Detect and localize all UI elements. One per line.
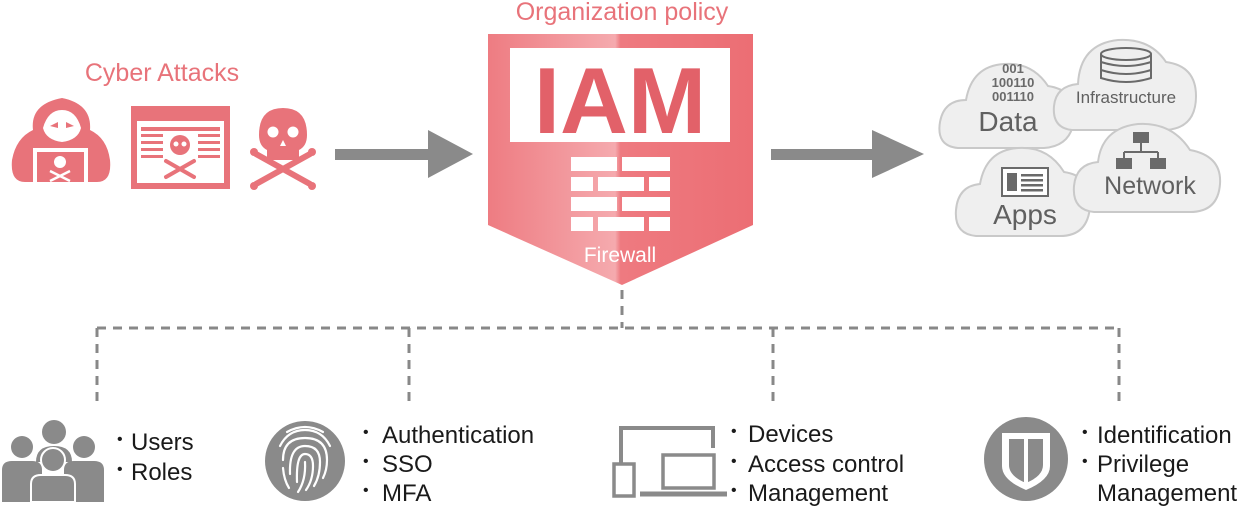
apps-label: Apps xyxy=(993,199,1057,230)
svg-text:•: • xyxy=(731,453,737,470)
users-item: Users xyxy=(131,429,194,456)
access-control-item: Access control xyxy=(748,451,904,478)
identification-item: Identification xyxy=(1097,422,1232,449)
svg-text:•: • xyxy=(1082,453,1088,470)
identity-list: • Identification • Privilege Management xyxy=(1082,422,1237,507)
svg-text:•: • xyxy=(731,423,737,440)
binary-line-3: 001110 xyxy=(992,89,1034,104)
authentication-item: Authentication xyxy=(382,422,534,449)
connector-tree xyxy=(95,290,1121,405)
shield-icon xyxy=(984,417,1068,501)
users-group-icon xyxy=(2,420,104,503)
svg-text:•: • xyxy=(363,482,369,499)
sso-item: SSO xyxy=(382,451,433,478)
iam-label: IAM xyxy=(534,48,706,153)
infrastructure-cloud xyxy=(1052,38,1198,131)
hacker-icon xyxy=(11,98,111,186)
privilege-management-item: Management xyxy=(1097,480,1237,507)
svg-text:•: • xyxy=(1082,424,1088,441)
fingerprint-icon xyxy=(265,421,345,501)
roles-item: Roles xyxy=(131,459,192,486)
access-arrow xyxy=(771,130,924,178)
network-cloud xyxy=(1072,122,1222,213)
data-label: Data xyxy=(978,106,1038,137)
mfa-item: MFA xyxy=(382,480,431,507)
attack-arrow xyxy=(335,130,473,178)
devices-list: • Devices • Access control • Management xyxy=(731,421,904,507)
app-window-icon xyxy=(1001,167,1049,197)
svg-text:•: • xyxy=(731,482,737,499)
svg-text:•: • xyxy=(117,461,123,478)
binary-line-2: 100110 xyxy=(992,75,1035,90)
svg-text:•: • xyxy=(363,424,369,441)
firewall-bricks-icon xyxy=(571,157,670,231)
firewall-label: Firewall xyxy=(584,244,656,267)
svg-text:•: • xyxy=(363,453,369,470)
resource-clouds xyxy=(938,38,1222,237)
devices-icon xyxy=(612,426,727,498)
binary-line-1: 001 xyxy=(1002,61,1024,76)
skull-crossbones-icon xyxy=(250,108,316,190)
iam-shield: IAM Firewall xyxy=(488,34,753,285)
database-icon xyxy=(1100,47,1152,83)
devices-item: Devices xyxy=(748,421,833,448)
privilege-item: Privilege xyxy=(1097,451,1189,478)
infrastructure-label: Infrastructure xyxy=(1076,88,1176,107)
auth-list: • Authentication • SSO • MFA xyxy=(363,422,534,507)
users-list: • Users • Roles xyxy=(117,429,194,486)
management-item: Management xyxy=(748,480,888,507)
org-policy-title: Organization policy xyxy=(516,0,729,26)
svg-text:•: • xyxy=(117,431,123,448)
network-topology-icon xyxy=(1116,132,1166,169)
malicious-webpage-icon xyxy=(131,106,230,189)
cyber-attacks-title: Cyber Attacks xyxy=(85,59,239,87)
network-label: Network xyxy=(1104,172,1196,200)
